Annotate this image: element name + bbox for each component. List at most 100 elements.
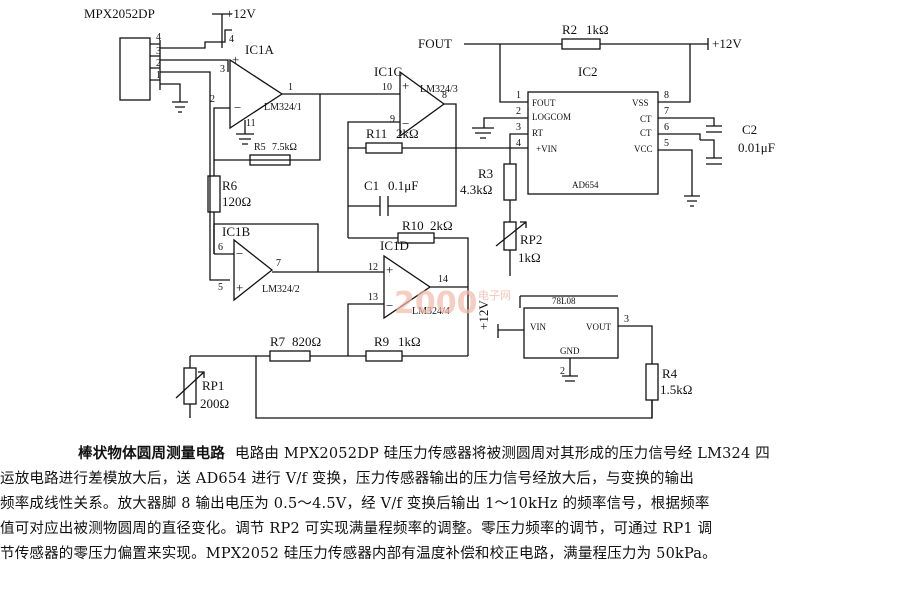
lm324-4-label: LM324/4 <box>412 306 450 317</box>
svg-text:2: 2 <box>156 58 161 69</box>
pin-vss: VSS <box>632 98 649 108</box>
ic1c-label: IC1C <box>374 64 402 79</box>
c2-value: 0.01μF <box>738 140 775 155</box>
lm324-3-label: LM324/3 <box>420 84 458 95</box>
r6-label: R6 <box>222 178 238 193</box>
svg-text:6: 6 <box>664 122 669 133</box>
pin-logcom: LOGCOM <box>532 112 571 122</box>
ic1a-label: IC1A <box>245 42 275 57</box>
r10-label: R10 <box>402 218 424 233</box>
opamp-ic1d: 12 13 14 + − IC1D LM324/4 <box>368 238 450 320</box>
svg-text:4: 4 <box>156 32 161 43</box>
svg-text:7: 7 <box>664 106 669 117</box>
caption-line-1: 棒状物体圆周测量电路电路由 MPX2052DP 硅压力传感器将被测圆周对其形成的… <box>78 442 910 467</box>
reg-label: 78L08 <box>552 296 576 306</box>
pin-ct1: CT <box>640 114 652 124</box>
svg-text:−: − <box>236 246 243 261</box>
caption-line-2: 运放电路进行差模放大后，送 AD654 进行 V/f 变换，压力传感器输出的压力… <box>0 471 695 487</box>
svg-text:4: 4 <box>229 34 234 45</box>
svg-text:1: 1 <box>156 70 161 81</box>
ad654-label: AD654 <box>572 180 599 190</box>
r11-value: 2kΩ <box>396 126 419 141</box>
r7-label: R7 <box>270 334 286 349</box>
svg-text:1: 1 <box>288 82 293 93</box>
svg-text:+: + <box>402 78 409 93</box>
lm324-2-label: LM324/2 <box>262 284 300 295</box>
lm324-1-label: LM324/1 <box>264 102 302 113</box>
pin-fout: FOUT <box>532 98 556 108</box>
r5-label: R5 <box>254 142 266 153</box>
vcc-top-label: +12V <box>226 6 256 21</box>
svg-text:2: 2 <box>516 106 521 117</box>
svg-text:9: 9 <box>390 114 395 125</box>
rp1-value: 200Ω <box>200 396 229 411</box>
c1-value: 0.1μF <box>388 178 418 193</box>
r4-label: R4 <box>662 366 678 381</box>
svg-text:8: 8 <box>664 90 669 101</box>
rp2-value: 1kΩ <box>518 250 541 265</box>
reg-vout: VOUT <box>586 322 611 332</box>
r3-label: R3 <box>478 166 493 181</box>
rp2-label: RP2 <box>520 232 542 247</box>
caption-title: 棒状物体圆周测量电路 <box>78 446 225 462</box>
caption-line-4: 值可对应出被测物圆周的直径变化。调节 RP2 可实现满量程频率的调整。零压力频率… <box>0 521 713 537</box>
r2-label: R2 <box>562 22 577 37</box>
caption-line-3: 频率成线性关系。放大器脚 8 输出电压为 0.5～4.5V，经 V/f 变换后输… <box>0 496 710 512</box>
ic1d-label: IC1D <box>380 238 409 253</box>
svg-text:13: 13 <box>368 292 378 303</box>
r10-value: 2kΩ <box>430 218 453 233</box>
svg-text:10: 10 <box>382 82 392 93</box>
reg-vin: VIN <box>530 322 546 332</box>
svg-text:3: 3 <box>220 64 225 75</box>
svg-text:7: 7 <box>276 258 281 269</box>
c2-label: C2 <box>742 122 757 137</box>
r9-value: 1kΩ <box>398 334 421 349</box>
svg-text:−: − <box>402 116 409 131</box>
caption-text: 棒状物体圆周测量电路电路由 MPX2052DP 硅压力传感器将被测圆周对其形成的… <box>0 442 910 567</box>
opamp-ic1c: 10 9 8 + − IC1C LM324/3 <box>374 64 458 138</box>
svg-text:+: + <box>232 52 239 67</box>
caption-line-1-text: 电路由 MPX2052DP 硅压力传感器将被测圆周对其形成的压力信号经 LM32… <box>235 446 770 462</box>
vcc-right-label: +12V <box>712 36 742 51</box>
svg-text:8: 8 <box>442 90 447 101</box>
svg-text:+: + <box>386 262 393 277</box>
svg-text:1: 1 <box>516 90 521 101</box>
ic1b-label: IC1B <box>222 224 251 239</box>
svg-text:−: − <box>234 100 241 115</box>
vcc-reg-label: +12V <box>476 300 491 330</box>
r11-label: R11 <box>366 126 387 141</box>
ad654-chip: IC2 AD654 FOUT LOGCOM RT +VIN VSS CT CT … <box>516 64 669 195</box>
pin-vin: +VIN <box>536 144 558 154</box>
svg-text:11: 11 <box>246 118 256 129</box>
circuit-schematic: MPX2052DP 4 3 2 1 +12V 3 2 4 11 + − IC1A… <box>84 6 775 419</box>
pin-ct2: CT <box>640 128 652 138</box>
svg-text:3: 3 <box>624 314 629 325</box>
svg-text:2: 2 <box>560 366 565 377</box>
svg-text:12: 12 <box>368 262 378 273</box>
r9-label: R9 <box>374 334 389 349</box>
svg-text:14: 14 <box>438 274 448 285</box>
r3-value: 4.3kΩ <box>460 182 492 197</box>
svg-text:3: 3 <box>516 122 521 133</box>
watermark-text: 电子网 <box>478 289 511 302</box>
svg-text:+: + <box>236 280 243 295</box>
regulator-78l08: 78L08 VIN VOUT GND 3 <box>523 296 629 359</box>
svg-text:2: 2 <box>210 94 215 105</box>
r7-value: 820Ω <box>292 334 321 349</box>
r6-value: 120Ω <box>222 194 251 209</box>
opamp-ic1a: 3 2 4 11 + − IC1A LM324/1 <box>210 34 302 130</box>
sensor-label: MPX2052DP <box>84 6 155 21</box>
r2-value: 1kΩ <box>586 22 609 37</box>
svg-text:4: 4 <box>516 138 521 149</box>
fout-label: FOUT <box>418 36 452 51</box>
r5-value: 7.5kΩ <box>272 142 297 153</box>
svg-text:2000: 2000 <box>394 286 478 321</box>
opamp-ic1b: 6 5 7 − + IC1B LM324/2 <box>218 224 300 302</box>
svg-text:5: 5 <box>664 138 669 149</box>
pin-vcc: VCC <box>634 144 653 154</box>
svg-text:5: 5 <box>218 282 223 293</box>
ic2-label: IC2 <box>578 64 598 79</box>
svg-text:6: 6 <box>218 242 223 253</box>
pin-rt: RT <box>532 128 543 138</box>
reg-gnd: GND <box>560 346 580 356</box>
